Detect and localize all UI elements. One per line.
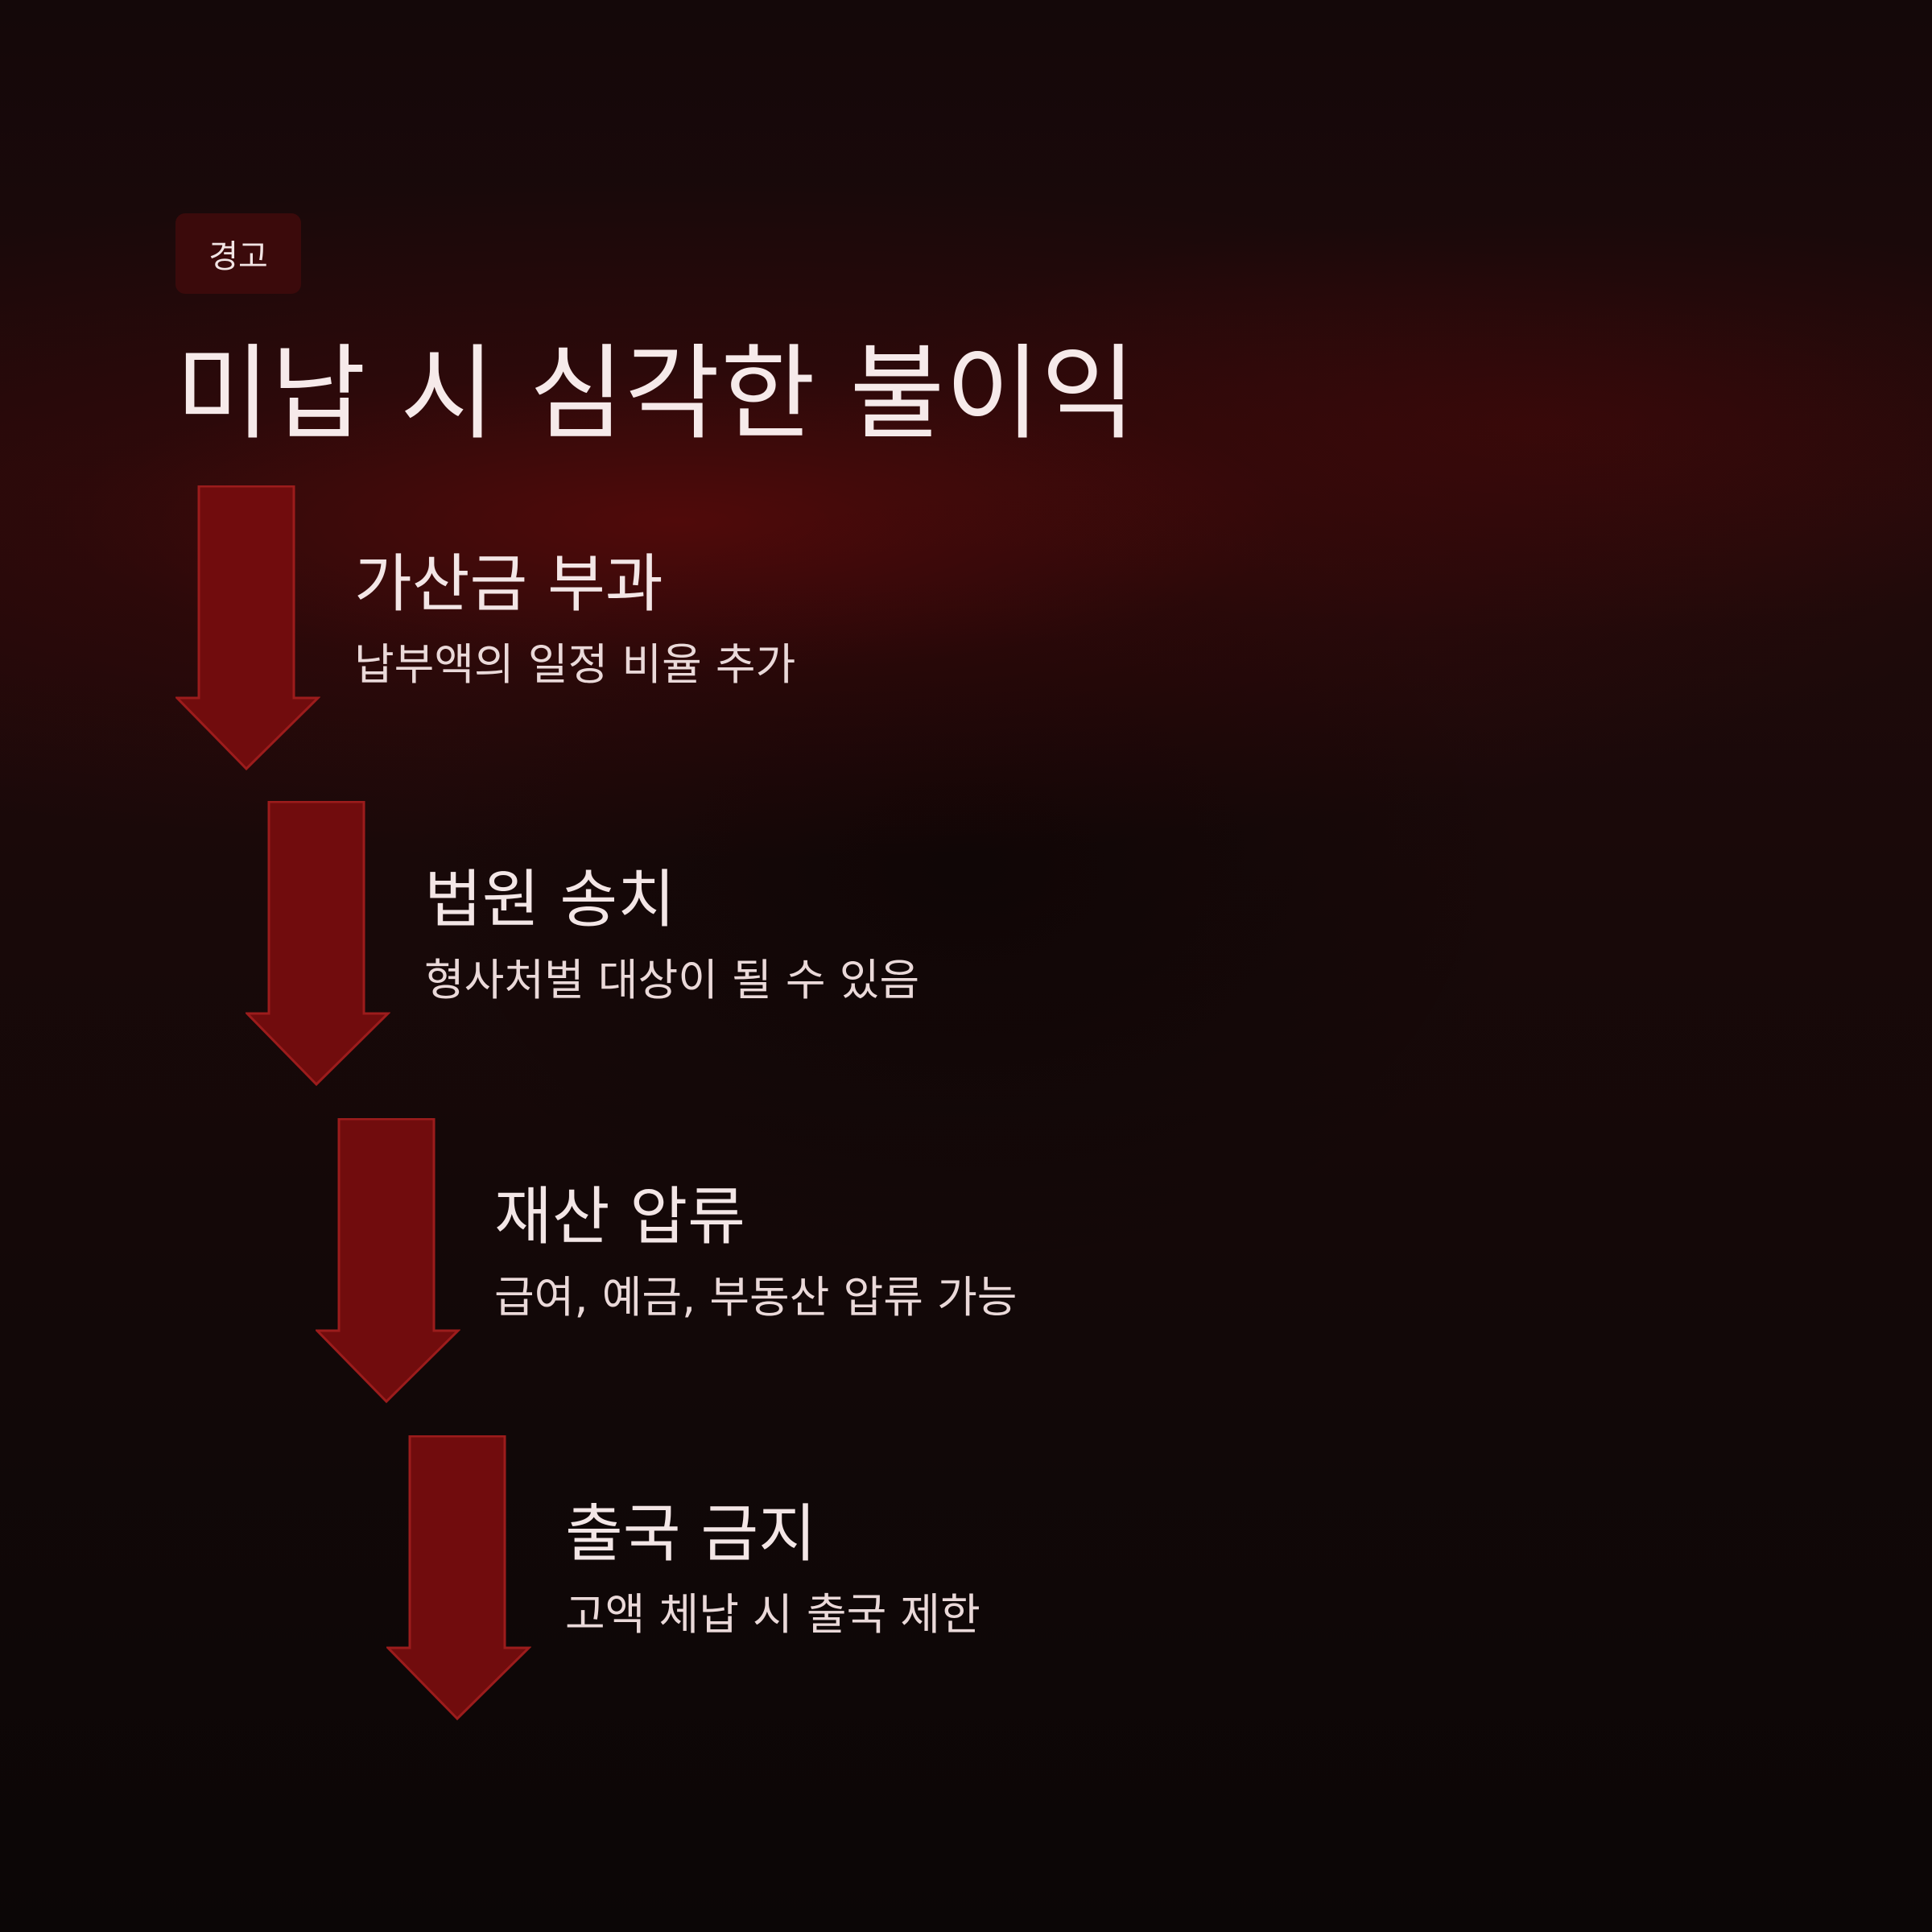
warning-badge: 경고 (175, 213, 301, 294)
down-arrow-icon (316, 1118, 460, 1404)
step-description: 형사처벌 대상이 될 수 있음 (424, 955, 920, 1005)
consequence-step-4: 출국 금지 고액 체납 시 출국 제한 (386, 1435, 1513, 1725)
step-description: 급여, 예금, 부동산 압류 가능 (494, 1272, 1018, 1323)
step-description: 납부액의 일정 비율 추가 (354, 639, 796, 690)
consequence-step-3: 재산 압류 급여, 예금, 부동산 압류 가능 (316, 1118, 1443, 1408)
warning-badge-label: 경고 (208, 238, 268, 275)
page-title: 미납 시 심각한 불이익 (175, 334, 1137, 454)
step-title: 법원 송치 (424, 864, 675, 936)
step-title: 출국 금지 (565, 1498, 816, 1571)
consequence-step-2: 법원 송치 형사처벌 대상이 될 수 있음 (246, 801, 1373, 1091)
step-title: 재산 압류 (494, 1181, 745, 1253)
down-arrow-icon (386, 1435, 531, 1721)
down-arrow-icon (175, 485, 320, 771)
step-description: 고액 체납 시 출국 제한 (565, 1589, 980, 1640)
step-title: 가산금 부과 (354, 548, 663, 621)
consequence-step-1: 가산금 부과 납부액의 일정 비율 추가 (175, 485, 1302, 775)
down-arrow-icon (246, 801, 390, 1087)
